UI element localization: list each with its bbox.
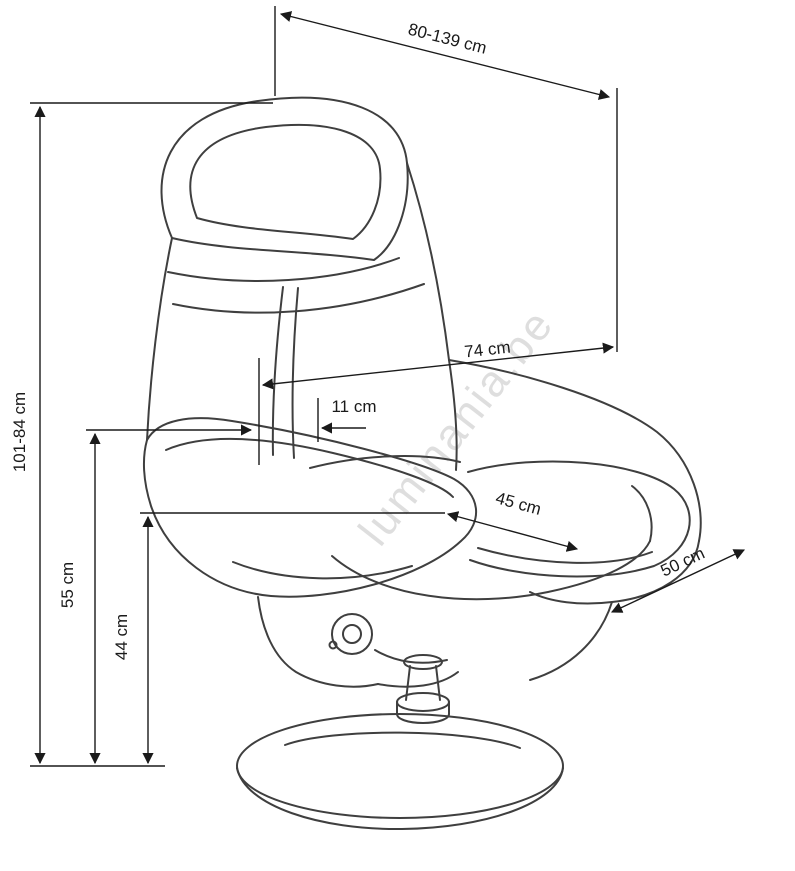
label-back-width: 74 cm (463, 338, 511, 362)
left-armrest-front-drop (257, 596, 379, 688)
right-armrest-inner-seam (477, 547, 653, 564)
seat-front-edge (331, 540, 651, 601)
label-seat-depth: 50 cm (658, 544, 708, 581)
shoulder-seam-upper (167, 257, 400, 282)
recline-knob-screw (328, 640, 338, 650)
column-top-flange (403, 654, 443, 670)
column-cylinder-top (396, 692, 450, 712)
right-armrest-top (467, 460, 691, 578)
column-cylinder-bottom (396, 713, 450, 724)
headrest-outline (160, 96, 409, 261)
recline-knob-inner (342, 624, 362, 644)
headrest-seam (189, 123, 382, 240)
base-disc-rim (236, 767, 564, 831)
base-surface-arc (284, 731, 521, 749)
left-armrest-pad-seam (165, 438, 454, 498)
under-seat-skirt (377, 671, 459, 688)
dim-line-back-width (261, 342, 615, 390)
recline-knob-outer (331, 613, 373, 655)
right-side-lower (529, 601, 613, 681)
dim-line-overall-depth (279, 11, 611, 100)
mechanism-line (374, 649, 448, 664)
dimension-labels: 80-139 cm 101-84 cm 55 cm 44 cm 74 cm 11… (10, 20, 708, 661)
label-armrest-width: 11 cm (331, 397, 376, 416)
seat-right-crease (631, 485, 653, 542)
label-seat-width: 45 cm (494, 488, 544, 518)
left-armrest-inner-seam (232, 561, 413, 580)
dimension-lines (30, 6, 746, 767)
base-disc-top (236, 713, 564, 819)
label-overall-depth: 80-139 cm (406, 20, 489, 58)
label-overall-height: 101-84 cm (10, 392, 29, 472)
backrest-right-edge (406, 162, 450, 361)
label-armrest-height: 55 cm (58, 562, 77, 608)
dim-line-seat-depth (610, 549, 746, 613)
label-seat-height: 44 cm (112, 614, 131, 660)
dim-line-seat-width (446, 511, 579, 552)
backrest-left-edge (146, 237, 173, 441)
